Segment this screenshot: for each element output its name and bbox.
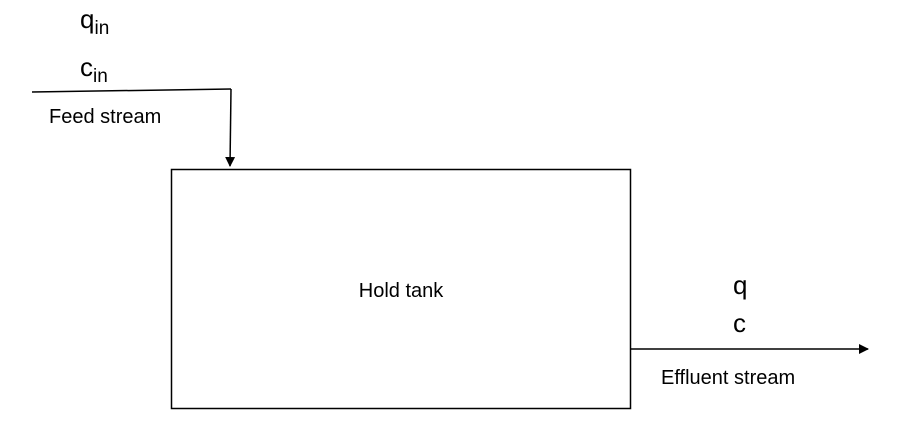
feed-flow-variable: qin xyxy=(80,4,109,39)
effluent-stream-label: Effluent stream xyxy=(661,367,795,389)
effluent-flow-variable: q xyxy=(733,270,747,300)
hold-tank-box xyxy=(170,168,632,410)
feed-stream-label: Feed stream xyxy=(49,106,161,128)
feed-stream-arrow xyxy=(225,88,236,167)
hold-tank-label: Hold tank xyxy=(359,280,444,302)
feed-concentration-variable: cin xyxy=(80,52,108,87)
feed-stream-line xyxy=(31,88,232,93)
effluent-concentration-variable: c xyxy=(733,308,746,338)
